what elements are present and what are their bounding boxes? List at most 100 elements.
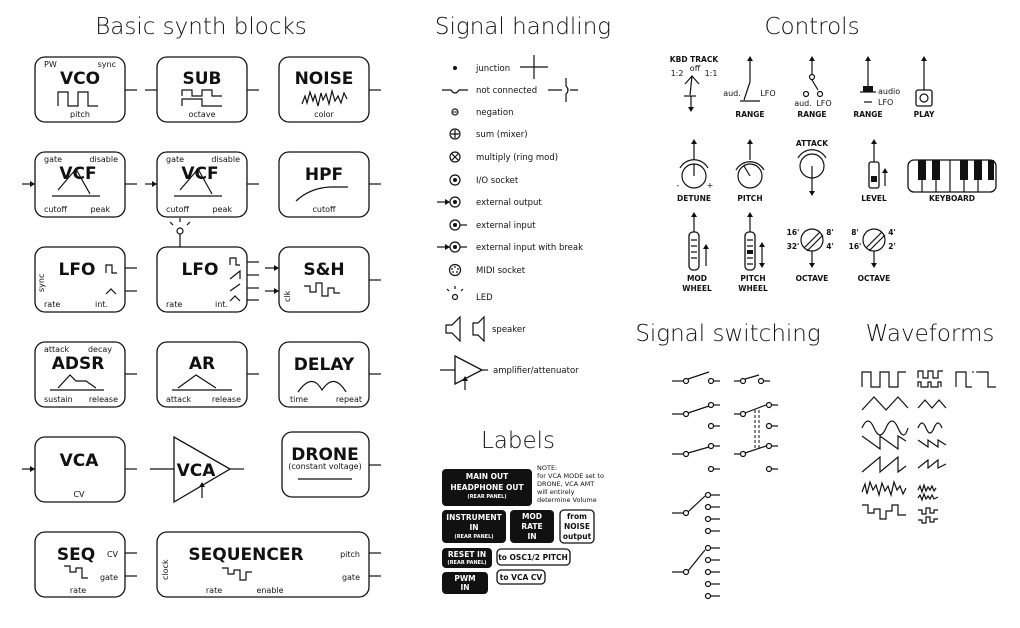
sub-title: SUB — [182, 69, 221, 89]
adsr-attack-label: attack — [44, 345, 69, 354]
octave-16-label: 16' — [849, 242, 862, 251]
range-aud-label: aud. — [723, 89, 741, 98]
waveforms-legend — [861, 370, 996, 524]
mod-wheel-label-1: MOD — [687, 274, 707, 283]
hpf-block: HPF cutoff — [278, 151, 381, 218]
range-audio-label: audio — [878, 87, 900, 96]
sine-wave-icon — [861, 420, 909, 436]
to-vca-cv-label-box — [496, 569, 546, 585]
signal-switching-legend — [672, 371, 778, 600]
kbd-off-label: off — [690, 64, 701, 73]
amplifier-icon — [454, 354, 484, 386]
lfo-sync-label: sync — [37, 274, 46, 292]
midi-socket-icon — [448, 263, 462, 277]
range-label: RANGE — [853, 110, 882, 119]
from-text: from — [567, 512, 587, 521]
sh-title: S&H — [303, 260, 344, 280]
note-line-1: for VCA MODE set to — [537, 472, 604, 480]
delay-time-label: time — [290, 395, 308, 404]
speaker-icon — [445, 315, 461, 343]
negation-icon — [451, 108, 459, 116]
pwm-in-label-box — [442, 572, 488, 594]
octave-label: OCTAVE — [796, 274, 829, 283]
dpdt-switch-icon — [734, 401, 778, 473]
saw-down-wave-icon — [861, 434, 907, 451]
vcf-title: VCF — [181, 164, 218, 184]
amplifier-label: amplifier/attenuator — [493, 366, 579, 376]
instrument-in-label-box — [442, 510, 506, 543]
small-sine-wave-icon — [917, 422, 943, 434]
rate-text: RATE — [521, 522, 542, 531]
stepped-random-wave-icon — [862, 504, 906, 520]
in-text: IN — [527, 532, 536, 541]
detune-plus-label: + — [707, 181, 714, 190]
octave-16-label: 16' — [787, 228, 800, 237]
mod-wheel-icon — [688, 231, 700, 271]
heading-signal-switching: Signal switching — [635, 321, 820, 347]
labels-legend: MAIN OUT HEADPHONE OUT (REAR PANEL) NOTE… — [442, 464, 604, 594]
ar-attack-label: attack — [166, 395, 191, 404]
vca-title: VCA — [60, 451, 100, 471]
stepped-wave-icon — [304, 282, 340, 297]
to-osc-pitch-label-box — [496, 548, 571, 566]
not-connected-cross-icon — [548, 78, 578, 102]
external-input-break-label: external input with break — [476, 243, 583, 253]
sum-icon — [449, 128, 461, 140]
vco-pw-label: PW — [44, 60, 57, 69]
mod-text: MOD — [522, 512, 542, 521]
note-line-4: determine Volume — [537, 496, 597, 504]
pitch-wheel-label-2: WHEEL — [738, 284, 768, 293]
note-line-2: DRONE, VCA AMT — [537, 480, 594, 488]
to-osc-pitch-text: to OSC1/2 PITCH — [498, 553, 568, 562]
vca-amplifier-block: VCA — [150, 435, 244, 504]
seq-cv-label: CV — [107, 550, 119, 559]
vcf-disable-label: disable — [89, 155, 118, 164]
drone-block: DRONE (constant voltage) — [281, 431, 381, 498]
speaker-small-icon — [472, 315, 485, 343]
sub-octave-label: octave — [189, 110, 216, 119]
to-vca-cv-text: to VCA CV — [500, 573, 543, 582]
echo-wave-icon — [297, 380, 347, 393]
negation-label: negation — [476, 108, 514, 118]
noise-wave-icon — [301, 88, 348, 107]
lfo-block-2: rate LFO rate int. — [156, 218, 259, 313]
detune-label: DETUNE — [677, 194, 711, 203]
ar-release-label: release — [212, 395, 241, 404]
range-lfo-label: LFO — [760, 89, 775, 98]
octave-4-label: 4' — [888, 228, 896, 237]
range-slide-switch-icon — [863, 86, 873, 92]
octave-8-label: 8' — [851, 228, 859, 237]
delay-repeat-label: repeat — [336, 395, 362, 404]
adsr-title: ADSR — [52, 354, 105, 374]
instrument-in-text: IN — [469, 523, 478, 532]
heading-labels: Labels — [481, 428, 555, 454]
pitch-wheel-label-1: PITCH — [740, 274, 765, 283]
octave-label: OCTAVE — [858, 274, 891, 283]
sequencer-title: SEQUENCER — [188, 545, 303, 565]
level-fader-icon — [868, 161, 880, 189]
lfo-rate-label: rate — [44, 300, 60, 309]
spst-switch-icon — [672, 371, 720, 385]
vco-sync-label: sync — [98, 60, 116, 69]
pitch-label: PITCH — [737, 194, 762, 203]
drone-subtitle: (constant voltage) — [288, 462, 361, 471]
junction-label: junction — [475, 64, 510, 74]
rear-panel-text: (REAR PANEL) — [447, 560, 486, 566]
adsr-release-label: release — [89, 395, 118, 404]
triangle-wave-icon — [229, 295, 241, 302]
attack-label: ATTACK — [796, 139, 829, 148]
vco-title: VCO — [60, 69, 100, 89]
envelope-icon — [57, 167, 91, 195]
vco-block: PW sync VCO pitch — [34, 56, 137, 123]
sp3t-switch-icon — [672, 491, 720, 535]
note-title: NOTE: — [537, 464, 557, 472]
junction-dot-icon — [453, 66, 457, 70]
noise-block: NOISE color — [278, 56, 381, 123]
octave-8-label: 8' — [826, 228, 834, 237]
hpf-cutoff-label: cutoff — [312, 205, 336, 214]
vcf-cutoff-label: cutoff — [166, 205, 190, 214]
detune-minus-label: - — [677, 181, 680, 190]
square-wave-icon — [861, 371, 906, 388]
sample-hold-block: clk S&H — [265, 246, 381, 313]
